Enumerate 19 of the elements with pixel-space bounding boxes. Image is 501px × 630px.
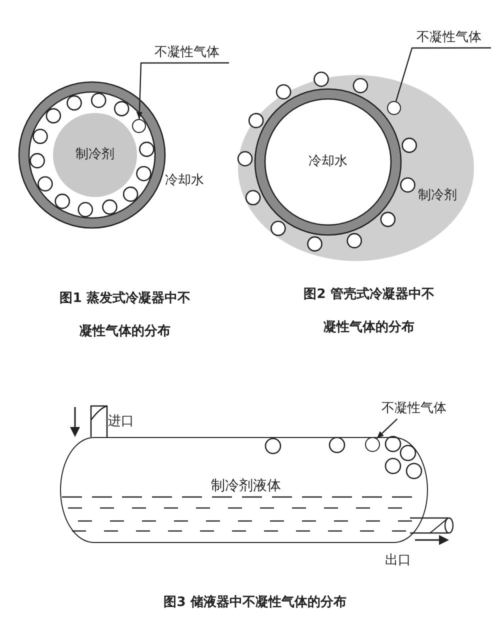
part-label: 制冷剂 (418, 188, 457, 204)
caption: 图2 管壳式冷凝器中不凝性气体的分布 (302, 286, 436, 337)
leader-line (395, 47, 491, 102)
gas-bubble (365, 437, 380, 452)
leader-line (376, 418, 398, 439)
callout-label: 不凝性气体 (407, 29, 491, 47)
refrigerant-disc: 制冷剂 (53, 113, 137, 197)
caption: 图1 蒸发式冷凝器中不凝性气体的分布 (58, 290, 192, 341)
leader-line (136, 62, 229, 120)
tank-outline (60, 437, 428, 543)
part-label: 进口 (108, 414, 134, 430)
liquid-label: 制冷剂液体 (211, 478, 281, 494)
tube-label: 冷却水 (296, 149, 360, 175)
gas-bubble (132, 119, 146, 133)
caption: 图3 储液器中不凝性气体的分布 (162, 594, 348, 612)
callout-label: 不凝性气体 (145, 44, 229, 62)
part-label: 冷却水 (165, 173, 204, 189)
callout-label: 不凝性气体 (372, 400, 456, 418)
part-label: 出口 (385, 553, 411, 569)
